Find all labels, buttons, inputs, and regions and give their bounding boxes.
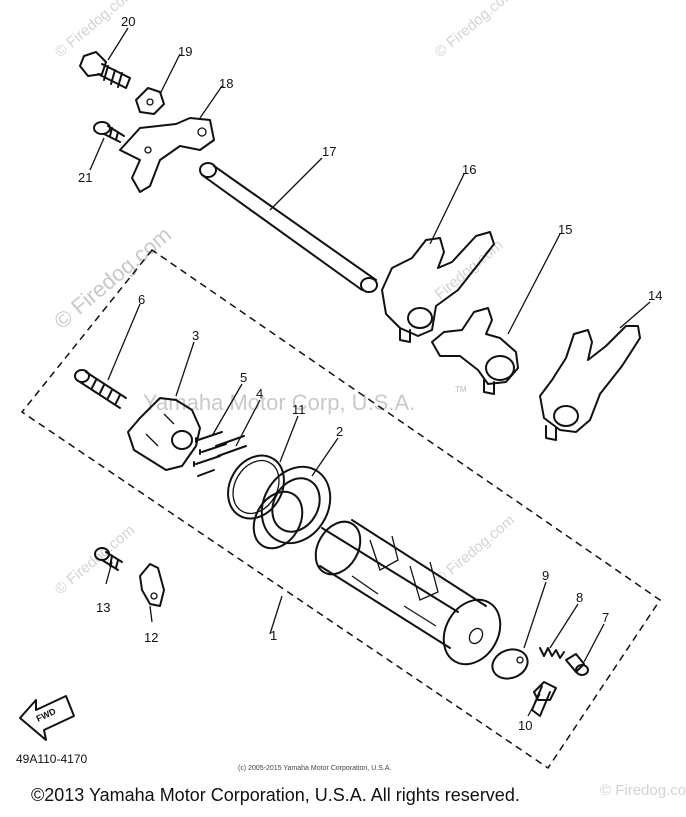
- callout-10: 10: [518, 718, 532, 733]
- figure-code: 49A110-4170: [16, 752, 88, 766]
- part-10-screw: [531, 681, 557, 717]
- part-7-plunger: [565, 653, 589, 676]
- callout-14: 14: [648, 288, 662, 303]
- part-16-shift-fork: [381, 231, 495, 343]
- part-6-bolt: [74, 369, 127, 409]
- watermark-tm: TM: [455, 385, 467, 394]
- watermark-firedog-top-right: © Firedog.com: [432, 0, 518, 61]
- callout-11: 11: [292, 402, 306, 417]
- part-4-pin: [215, 435, 247, 457]
- watermark-firedog-bottom: © Firedog.com: [600, 782, 686, 799]
- callout-1: 1: [270, 628, 277, 643]
- watermark-firedog-lower-left: © Firedog.com: [52, 522, 138, 598]
- part-12-plate: [139, 563, 165, 607]
- callout-21: 21: [78, 170, 92, 185]
- callout-5: 5: [240, 370, 247, 385]
- callout-12: 12: [144, 630, 158, 645]
- part-8-spring: [539, 647, 565, 659]
- watermark-layer: © Firedog.com © Firedog.com © Firedog.co…: [49, 0, 686, 799]
- callout-17: 17: [322, 144, 336, 159]
- callout-19: 19: [178, 44, 192, 59]
- callout-13: 13: [96, 600, 110, 615]
- part-2-bearing: [252, 465, 332, 550]
- callout-6: 6: [138, 292, 145, 307]
- part-18-bracket: [119, 117, 215, 193]
- callout-16: 16: [462, 162, 476, 177]
- part-20-bolt: [79, 51, 131, 89]
- watermark-firedog-left: © Firedog.com: [49, 222, 176, 334]
- callout-8: 8: [576, 590, 583, 605]
- part-14-shift-fork: [539, 325, 641, 441]
- watermark-firedog-lower-right: © Firedog.com: [432, 512, 518, 588]
- part-5-pins: [193, 431, 227, 477]
- callout-labels: 20 19 18 21 17 16 15 14 6 3 5 4 11 2 9 8…: [78, 14, 662, 733]
- part-3-segment: [127, 397, 201, 471]
- callout-3: 3: [192, 328, 199, 343]
- part-17-guide-bar: [199, 162, 378, 293]
- callout-9: 9: [542, 568, 549, 583]
- fwd-arrow: FWD: [19, 695, 75, 741]
- part-19-lock-washer: [135, 87, 165, 115]
- part-15-shift-fork: [431, 307, 519, 395]
- footer-copyright: ©2013 Yamaha Motor Corporation, U.S.A. A…: [31, 785, 520, 805]
- part-1-shift-drum: [314, 519, 502, 666]
- callout-7: 7: [602, 610, 609, 625]
- callout-15: 15: [558, 222, 572, 237]
- part-9-washer: [491, 648, 529, 680]
- watermark-yamaha: Yamaha Motor Corp, U.S.A.: [143, 390, 415, 415]
- callout-4: 4: [256, 386, 263, 401]
- part-13-bolt: [94, 547, 123, 571]
- callout-2: 2: [336, 424, 343, 439]
- leader-lines: [89, 27, 651, 717]
- part-21-screw: [93, 121, 125, 143]
- assembly-boundary-dashed: [20, 248, 662, 770]
- callout-18: 18: [219, 76, 233, 91]
- callout-20: 20: [121, 14, 135, 29]
- small-copyright: (c) 2005-2015 Yamaha Motor Corporation, …: [238, 765, 391, 772]
